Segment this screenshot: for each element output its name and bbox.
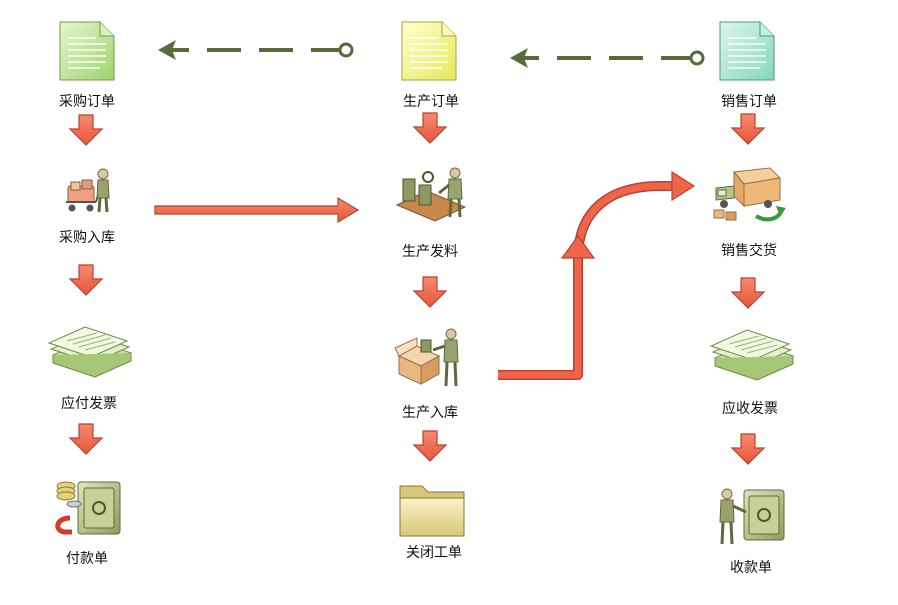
label-close-work-order: 关闭工单: [406, 545, 462, 561]
flow-arrow-down-5: [412, 276, 448, 308]
flow-arrow-down-3: [68, 423, 104, 455]
flow-arrow-down-9: [730, 433, 766, 465]
invoice-stack-icon[interactable]: [709, 329, 795, 381]
label-purchase-order: 采购订单: [59, 94, 115, 110]
flow-arrow-down-6: [412, 430, 448, 462]
production-line-icon[interactable]: [395, 167, 467, 222]
flow-arrow-down-8: [730, 277, 766, 309]
invoice-stack-icon[interactable]: [47, 326, 133, 378]
folder-icon[interactable]: [399, 485, 465, 537]
delivery-truck-icon[interactable]: [713, 167, 786, 222]
flow-arrow-down-1: [68, 114, 104, 146]
safe-coins-icon[interactable]: [55, 481, 121, 535]
dashed-arrow-production-to-purchase: [158, 40, 354, 60]
label-payable-invoice: 应付发票: [61, 396, 117, 412]
document-green-icon[interactable]: [59, 21, 115, 81]
label-production-order: 生产订单: [403, 94, 459, 110]
label-purchase-receipt: 采购入库: [59, 230, 115, 246]
label-payment: 付款单: [66, 551, 108, 567]
label-sales-delivery: 销售交货: [721, 243, 777, 259]
dashed-arrow-sales-to-production: [510, 48, 705, 68]
worker-box-icon[interactable]: [394, 328, 459, 387]
flow-arrow-receipt-to-issue: [154, 196, 360, 224]
label-receipt: 收款单: [730, 560, 772, 576]
flow-arrow-production-to-delivery: [498, 170, 696, 380]
label-receivable-invoice: 应收发票: [722, 401, 778, 417]
label-production-receipt: 生产入库: [402, 405, 458, 421]
label-production-issue: 生产发料: [402, 244, 458, 260]
worker-cart-icon[interactable]: [66, 168, 110, 213]
flow-arrow-down-7: [730, 113, 766, 145]
document-teal-icon[interactable]: [719, 21, 775, 81]
flow-arrow-down-4: [412, 112, 448, 144]
flow-arrow-down-2: [68, 264, 104, 296]
document-yellow-icon[interactable]: [401, 21, 457, 81]
label-sales-order: 销售订单: [721, 94, 777, 110]
worker-safe-icon[interactable]: [719, 488, 785, 545]
